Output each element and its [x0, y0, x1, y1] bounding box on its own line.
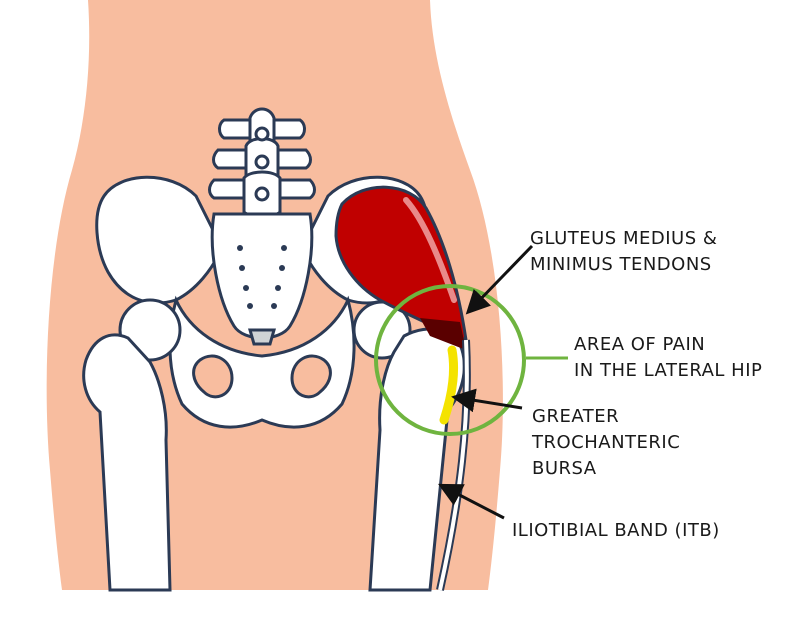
lumbar-spine [208, 107, 316, 218]
itb-arrow [438, 483, 505, 520]
label-area-of-pain-line1: AREA OF PAIN [574, 334, 706, 355]
bursa-arrow [451, 388, 523, 413]
label-bursa-line2: TROCHANTERIC [532, 432, 681, 453]
trochanteric-bursa [439, 345, 459, 425]
label-gluteus-tendons: GLUTEUS MEDIUS & MINIMUS TENDONS [530, 226, 717, 278]
label-area-of-pain: AREA OF PAIN IN THE LATERAL HIP [574, 332, 762, 384]
label-itb-line1: ILIOTIBIAL BAND (ITB) [512, 520, 720, 541]
obturator-foramina [192, 354, 332, 399]
gluteus-muscle [334, 185, 468, 350]
label-area-of-pain-line2: IN THE LATERAL HIP [574, 360, 763, 381]
label-trochanteric-bursa: GREATER TROCHANTERIC BURSA [532, 404, 680, 482]
label-gluteus-tendons-line2: MINIMUS TENDONS [530, 254, 712, 275]
label-bursa-line3: BURSA [532, 458, 597, 479]
left-femur [82, 298, 182, 592]
tendons-arrow [465, 244, 534, 315]
sacrum-foramina [237, 245, 287, 309]
label-iliotibial-band: ILIOTIBIAL BAND (ITB) [512, 518, 720, 544]
label-bursa-line1: GREATER [532, 406, 620, 427]
pain-area-circle [374, 284, 526, 436]
label-gluteus-tendons-line1: GLUTEUS MEDIUS & [530, 228, 718, 249]
